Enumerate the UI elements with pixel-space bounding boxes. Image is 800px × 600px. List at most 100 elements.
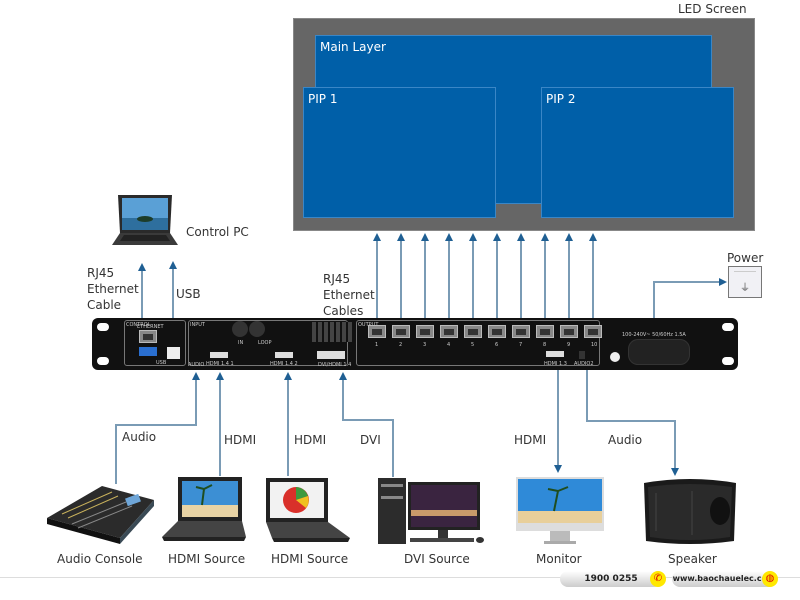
pc-ethernet-arrow-icon: [138, 263, 146, 271]
output-cable-arrow-icon: [541, 233, 549, 241]
output-port: [464, 325, 482, 338]
hdmi1-label: HDMI: [224, 433, 257, 447]
hdmi2-label: HDMI: [294, 433, 327, 447]
power-label: Power: [727, 251, 764, 265]
audio-in-wire-v2: [115, 424, 117, 484]
audio-out-wire-h: [586, 420, 676, 422]
audio-in-arrow-icon: [192, 372, 200, 380]
output-cable-wire: [424, 238, 426, 325]
dvi-label: DVI: [360, 433, 381, 447]
hdmi-in-1-label: HDMI 1.4 1: [206, 361, 234, 367]
pip1-layer: PIP 1: [303, 87, 496, 218]
output-port: [368, 325, 386, 338]
output-cable-wire: [448, 238, 450, 325]
rj45-line-1: RJ45: [87, 266, 115, 280]
device-label-dvi-source: DVI Source: [404, 552, 470, 566]
pc-usb-wire: [172, 268, 174, 326]
output-cable-arrow-icon: [397, 233, 405, 241]
ground-terminal: [610, 352, 620, 362]
output-port-number: 10: [591, 342, 598, 348]
globe-icon[interactable]: ◍: [762, 571, 778, 587]
output-port: [488, 325, 506, 338]
input-section-label: INPUT: [190, 322, 205, 328]
rj45-line-3: Cable: [87, 298, 122, 312]
device-label-monitor: Monitor: [536, 552, 582, 566]
output-cable-wire: [472, 238, 474, 325]
device-label-speaker: Speaker: [668, 552, 717, 566]
hdmi1-arrow-icon: [216, 372, 224, 380]
hdmi-out-label: HDMI 1.3: [544, 361, 567, 367]
audio-in-wire-v1: [195, 376, 197, 426]
dvi-wire-v1: [342, 376, 344, 421]
genlock-loop-port: [249, 321, 265, 337]
pip2-label: PIP 2: [546, 92, 576, 106]
video-processor: CONTROL ETHERNET USB INPUT AUDIO IN LOOP…: [92, 318, 738, 370]
hdmi-out-port: [546, 351, 564, 357]
output-port-number: 8: [543, 342, 547, 348]
output-cable-wire: [376, 238, 378, 325]
output-cable-arrow-icon: [373, 233, 381, 241]
hdmi-source-laptop-1-icon: [158, 475, 248, 547]
control-section-label: CONTROL: [126, 322, 151, 328]
rj45-line-2: Ethernet: [87, 282, 139, 296]
vent-grille: [312, 322, 352, 342]
audio-out-label: AUDIO2: [574, 361, 594, 367]
output-cable-arrow-icon: [565, 233, 573, 241]
power-wire-v: [653, 281, 655, 331]
audio-console-icon: [42, 478, 160, 546]
output-port-number: 5: [471, 342, 475, 348]
hdmi-out-wire: [557, 370, 559, 467]
output-cable-arrow-icon: [493, 233, 501, 241]
output-cable-wire: [592, 238, 594, 325]
device-label-hdmi-source-1: HDMI Source: [168, 552, 246, 566]
output-port-number: 1: [375, 342, 379, 348]
output-section: [356, 320, 600, 366]
monitor-icon: [514, 475, 606, 547]
hdmi-in-2-port: [275, 352, 293, 358]
pc-usb-arrow-icon: [169, 261, 177, 269]
output-port: [512, 325, 530, 338]
output-cable-arrow-icon: [469, 233, 477, 241]
dvi-wire-v2: [392, 419, 394, 477]
rack-ear-hole: [722, 323, 734, 331]
main-layer-label: Main Layer: [320, 40, 386, 54]
control-pc-laptop-icon: [110, 193, 180, 248]
power-arrow-icon: [719, 278, 727, 286]
output-port-number: 2: [399, 342, 403, 348]
power-outlet-icon: ⏚: [728, 266, 762, 298]
pip2-layer: PIP 2: [541, 87, 734, 218]
genlock-in-label: IN: [238, 340, 244, 346]
phone-icon[interactable]: ✆: [650, 571, 666, 587]
output-port: [440, 325, 458, 338]
rack-ear-hole: [97, 323, 109, 331]
led-screen: Main Layer PIP 1 PIP 2: [293, 18, 755, 231]
device-label-audio-console: Audio Console: [57, 552, 143, 566]
output-port-number: 9: [567, 342, 571, 348]
output-port-number: 4: [447, 342, 451, 348]
usb-b-port: [167, 347, 180, 359]
genlock-loop-label: LOOP: [258, 340, 272, 346]
output-cable-wire: [400, 238, 402, 325]
website-badge[interactable]: www.baochauelec.com: [672, 571, 776, 587]
usb-a-port: [139, 347, 157, 356]
dvi-wire-h: [342, 419, 394, 421]
ac-power-inlet: [628, 339, 690, 365]
control-pc-label: Control PC: [186, 225, 249, 239]
input-section: [188, 320, 348, 366]
output-port: [392, 325, 410, 338]
output-port: [560, 325, 578, 338]
output-port-number: 7: [519, 342, 523, 348]
control-section: [124, 320, 186, 366]
output-cable-arrow-icon: [421, 233, 429, 241]
output-cables-label: RJ45 Ethernet Cables: [323, 271, 375, 319]
output-cables-line-3: Cables: [323, 304, 364, 318]
hdmi2-arrow-icon: [284, 372, 292, 380]
dvi-source-pc-icon: [376, 476, 486, 548]
rack-ear-hole: [97, 357, 109, 365]
phone-badge[interactable]: 1900 0255: [560, 571, 662, 587]
usb-port-label: USB: [156, 360, 167, 366]
output-port-number: 6: [495, 342, 499, 348]
pc-ethernet-wire: [141, 270, 143, 328]
output-port: [584, 325, 602, 338]
hdmi2-wire: [287, 376, 289, 476]
